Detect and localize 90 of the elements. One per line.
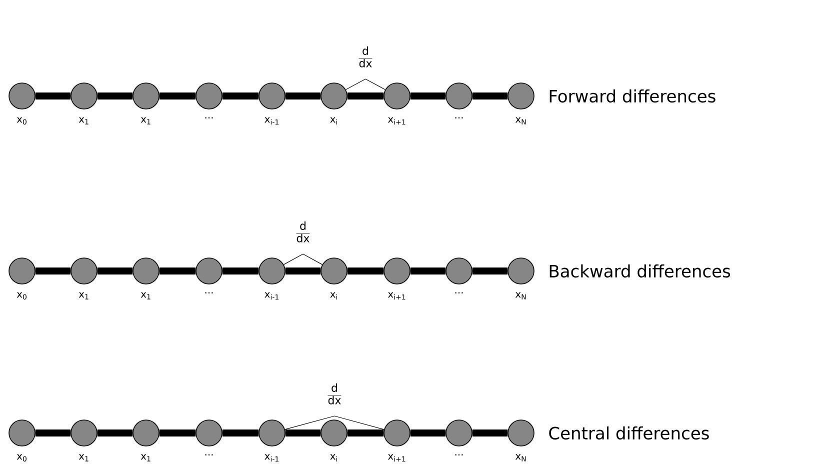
chain-line xyxy=(159,268,196,274)
point-label: x$_{i}$ xyxy=(330,292,338,300)
point-label: x$_{1}$ xyxy=(78,117,88,124)
grid-point xyxy=(320,420,348,446)
point-label: ... xyxy=(455,117,463,118)
chain-line xyxy=(347,430,384,436)
grid-point xyxy=(70,258,98,284)
chain-line xyxy=(222,92,259,100)
chain-line xyxy=(285,430,321,436)
grid-point xyxy=(384,258,410,284)
grid-point xyxy=(508,82,534,110)
grid-point xyxy=(196,258,222,284)
chain-line xyxy=(472,92,508,100)
point-label: x$_{1}$ xyxy=(140,292,150,300)
method-title: Forward differences xyxy=(550,89,716,103)
chain-line xyxy=(410,268,446,274)
point-label: x$_{0}$ xyxy=(16,454,26,462)
grid-point xyxy=(384,420,410,446)
grid-point xyxy=(8,258,36,284)
grid-point xyxy=(132,258,160,284)
point-label: x$_{i+1}$ xyxy=(388,454,406,462)
derivative-fraction: d dx xyxy=(328,383,342,404)
point-label: ... xyxy=(205,117,213,118)
chain-line xyxy=(35,92,71,100)
grid-point xyxy=(446,82,472,110)
point-label: x$_{0}$ xyxy=(16,117,26,124)
chain-line xyxy=(285,92,321,100)
chain-line xyxy=(285,268,321,274)
chain-line xyxy=(472,268,508,274)
connector-line xyxy=(283,254,304,265)
point-label: x$_{i}$ xyxy=(330,117,338,125)
connector-line xyxy=(365,78,386,90)
grid-point xyxy=(258,82,286,110)
point-label: x$_{i-1}$ xyxy=(264,292,279,300)
grid-point xyxy=(508,258,534,284)
connector-line xyxy=(284,416,335,430)
point-label: ... xyxy=(455,292,463,294)
connector-line xyxy=(346,78,366,90)
grid-point xyxy=(70,82,98,110)
chain-line xyxy=(410,92,446,100)
derivative-fraction: d dx xyxy=(296,221,310,242)
chain-line xyxy=(35,430,71,436)
derivative-fraction: d dx xyxy=(358,46,372,68)
method-title: Backward differences xyxy=(550,264,730,278)
grid-point xyxy=(258,258,286,284)
grid-point xyxy=(320,258,348,284)
grid-point xyxy=(320,82,348,110)
point-label: x$_{N}$ xyxy=(515,454,526,462)
point-label: x$_{i+1}$ xyxy=(388,117,406,125)
point-label: x$_{N}$ xyxy=(515,117,526,124)
point-label: x$_{i-1}$ xyxy=(264,454,279,462)
method-title: Central differences xyxy=(549,426,709,440)
grid-point xyxy=(384,82,410,110)
grid-point xyxy=(446,258,472,284)
chain-line xyxy=(97,268,133,274)
grid-point xyxy=(508,420,534,446)
point-label: x$_{0}$ xyxy=(16,292,26,300)
point-label: x$_{1}$ xyxy=(78,292,88,300)
grid-point xyxy=(132,82,160,110)
chain-line xyxy=(222,430,259,436)
chain-line xyxy=(410,430,446,436)
point-label: ... xyxy=(205,454,213,456)
chain-line xyxy=(97,92,133,100)
chain-line xyxy=(347,92,384,100)
grid-point xyxy=(8,82,36,110)
point-label: x$_{1}$ xyxy=(78,454,88,462)
grid-point xyxy=(258,420,286,446)
chain-line xyxy=(97,430,133,436)
chain-line xyxy=(35,268,71,274)
chain-line xyxy=(159,430,196,436)
grid-point xyxy=(70,420,98,446)
chain-line xyxy=(159,92,196,100)
grid-point xyxy=(8,420,36,446)
point-label: x$_{1}$ xyxy=(140,454,150,462)
point-label: x$_{1}$ xyxy=(140,117,150,124)
point-label: ... xyxy=(205,292,213,294)
grid-point xyxy=(196,82,222,110)
grid-point xyxy=(446,420,472,446)
point-label: ... xyxy=(455,454,463,456)
grid-point xyxy=(196,420,222,446)
connector-line xyxy=(302,254,323,265)
point-label: x$_{N}$ xyxy=(515,292,526,300)
connector-line xyxy=(334,416,384,430)
point-label: x$_{i-1}$ xyxy=(264,117,279,125)
point-label: x$_{i+1}$ xyxy=(388,292,406,300)
chain-line xyxy=(472,430,508,436)
chain-line xyxy=(347,268,384,274)
grid-point xyxy=(132,420,160,446)
chain-line xyxy=(222,268,259,274)
point-label: x$_{i}$ xyxy=(330,454,338,462)
